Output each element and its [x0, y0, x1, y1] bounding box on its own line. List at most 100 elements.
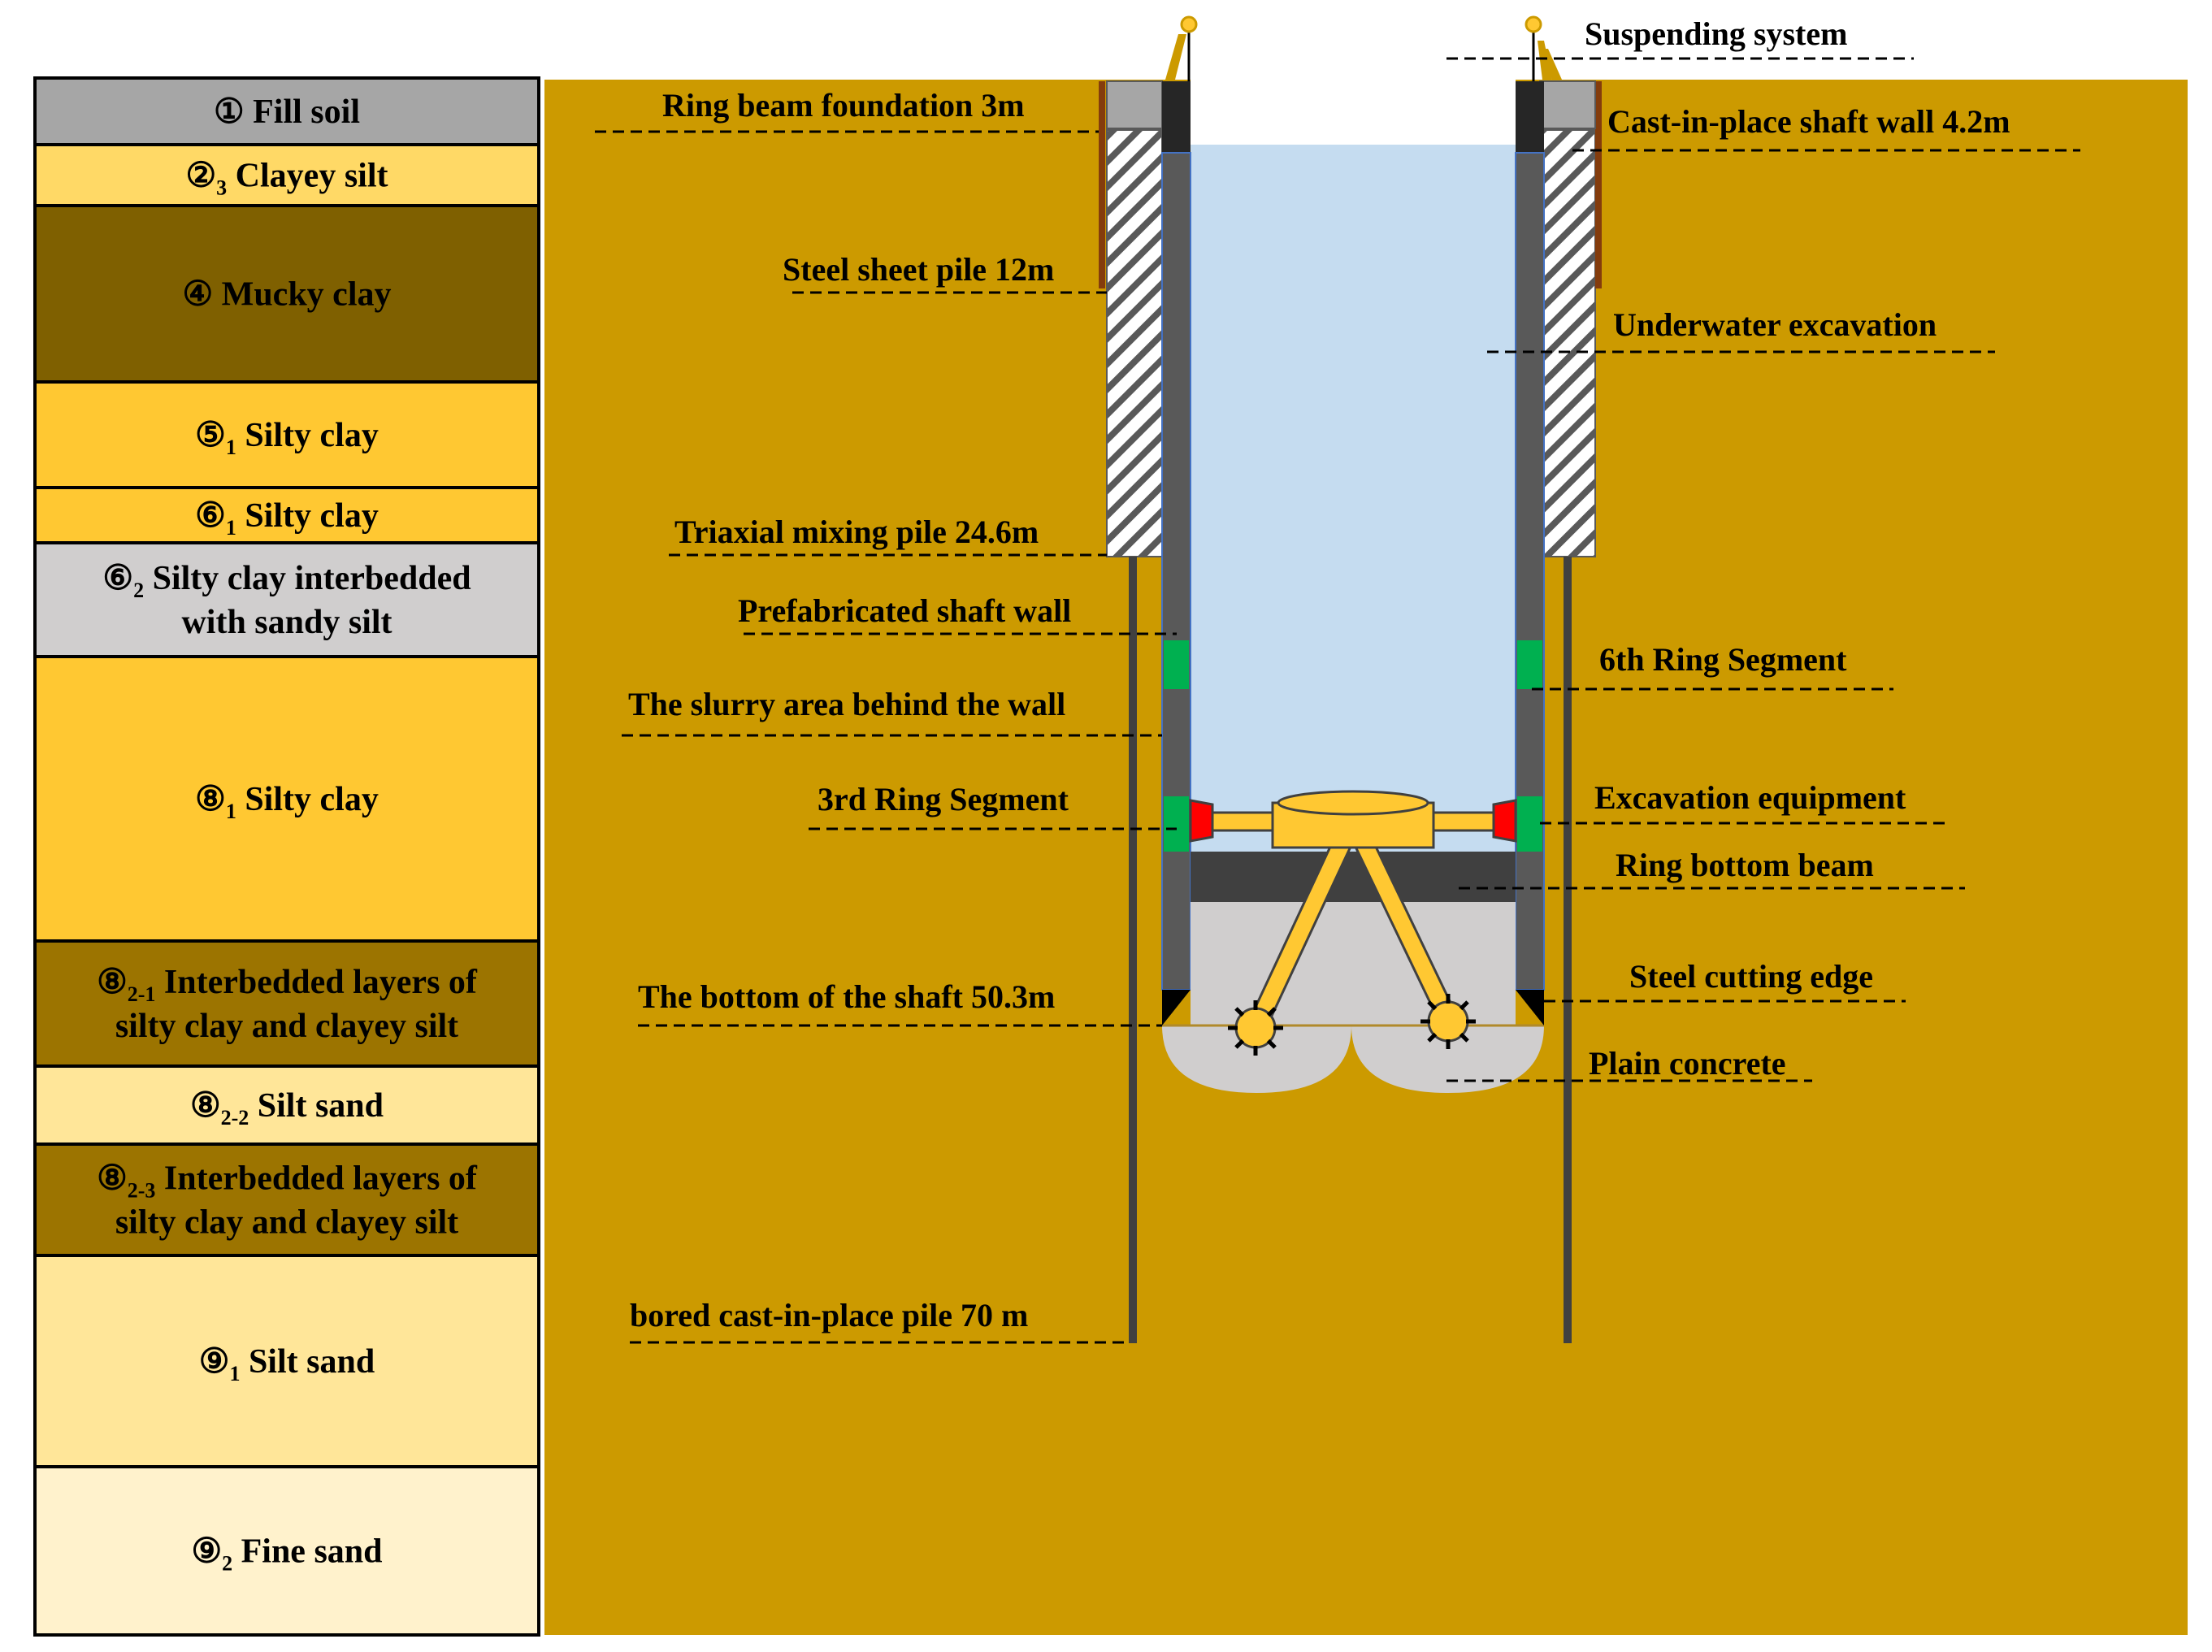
- stratum-layer-8: [33, 939, 540, 1068]
- label-cast-in-place-wall: Cast-in-place shaft wall 4.2m: [1607, 103, 2010, 140]
- stratum-symbol: ⑨: [191, 1533, 222, 1571]
- stratum-name: Interbedded layers of: [155, 1160, 477, 1198]
- stratum-name: Silt sand: [240, 1343, 375, 1381]
- stratum-label-10: ⑧2-3 Interbedded layers of: [97, 1160, 478, 1203]
- stratum-layer-1: [33, 76, 540, 146]
- label-slurry-area: The slurry area behind the wall: [628, 686, 1065, 722]
- sixth-ring-segment-left: [1164, 640, 1189, 689]
- cutter-tooth: [1459, 1032, 1469, 1043]
- stratum-name: Silty clay: [236, 417, 379, 454]
- cutter-tooth: [1459, 1000, 1469, 1011]
- third-ring-segment-left: [1164, 796, 1189, 852]
- stratum-symbol: ⑧: [97, 964, 128, 1001]
- label-ring-bottom-beam: Ring bottom beam: [1616, 847, 1874, 883]
- callout-labels: Suspending system Ring beam foundation 3…: [628, 15, 2010, 1333]
- stratum-label-9: ⑧2-2 Silt sand: [190, 1087, 384, 1130]
- stratum-subscript: 1: [226, 800, 236, 823]
- stratum-subscript: 2-1: [128, 982, 156, 1006]
- stratum-label-line2-10: silty clay and clayey silt: [115, 1204, 458, 1242]
- label-excavation-equipment: Excavation equipment: [1594, 779, 1906, 816]
- cutter-tooth: [1234, 1007, 1245, 1017]
- label-underwater-excavation: Underwater excavation: [1613, 306, 1937, 343]
- ring-bottom-beam: [1191, 852, 1516, 902]
- cutter-tooth: [1427, 1032, 1438, 1043]
- stratum-label-12: ⑨2 Fine sand: [191, 1533, 382, 1576]
- cutter-right: [1492, 799, 1517, 843]
- stratum-label-2: ②3 Clayey silt: [186, 158, 388, 200]
- suspending-system: [1165, 15, 1562, 114]
- stratum-symbol: ⑥: [195, 497, 226, 535]
- stratum-subscript: 2-2: [221, 1106, 249, 1130]
- stratum-name: Fine sand: [232, 1533, 382, 1571]
- steel-sheet-pile-right: [1595, 81, 1602, 288]
- cast-in-place-shaft-wall-right: [1516, 81, 1544, 153]
- cutter-tooth: [1234, 1038, 1245, 1049]
- stratum-symbol: ⑧: [195, 781, 226, 818]
- bored-pile-right: [1564, 557, 1572, 1343]
- steel-sheet-pile-left: [1099, 81, 1105, 288]
- sixth-ring-segment-right: [1517, 640, 1542, 689]
- label-third-ring: 3rd Ring Segment: [818, 781, 1069, 817]
- stratum-name: Silty clay: [236, 497, 379, 535]
- shaft-water: [1191, 145, 1516, 852]
- label-steel-sheet-pile: Steel sheet pile 12m: [783, 251, 1054, 288]
- bored-pile-left: [1129, 557, 1137, 1343]
- callout-lines: [595, 57, 2080, 1344]
- stratum-name: Clayey silt: [227, 158, 388, 195]
- label-triaxial-mixing-pile: Triaxial mixing pile 24.6m: [674, 514, 1039, 550]
- stratum-layer-9: [33, 1064, 540, 1146]
- stratum-layer-10: [33, 1143, 540, 1257]
- prefabricated-shaft-wall-left: [1161, 152, 1191, 991]
- stratum-symbol: ⑧: [190, 1087, 221, 1125]
- cutter-tooth: [1266, 1038, 1277, 1049]
- stratum-symbol: ⑨: [199, 1343, 230, 1381]
- suspension-point-left: [1180, 15, 1198, 33]
- stratum-name: Silty clay: [236, 781, 379, 818]
- stratum-label-6: ⑥2 Silty clay interbedded: [102, 560, 471, 602]
- label-ring-beam-foundation: Ring beam foundation 3m: [662, 87, 1025, 124]
- stratum-subscript: 3: [216, 176, 227, 200]
- stratum-symbol: ②: [186, 158, 217, 195]
- label-steel-cutting-edge: Steel cutting edge: [1629, 958, 1873, 995]
- stratum-name: Interbedded layers of: [155, 964, 477, 1001]
- label-prefabricated-wall: Prefabricated shaft wall: [738, 592, 1071, 629]
- strata-column: ① Fill soil ②3 Clayey silt ④ Mucky clay ⑤1 …: [33, 76, 540, 1637]
- stratum-label-4: ⑤1 Silty clay: [195, 417, 379, 459]
- plain-concrete: [1162, 902, 1544, 1093]
- cast-in-place-shaft-wall-left: [1162, 81, 1191, 153]
- stratum-symbol: ⑤: [195, 417, 226, 454]
- stratum-layer-11: [33, 1254, 540, 1468]
- stratum-subscript: 2: [133, 579, 144, 602]
- stratum-label-8: ⑧2-1 Interbedded layers of: [97, 964, 478, 1006]
- stratum-name: Fill soil: [245, 93, 360, 131]
- stratum-symbol: ⑥: [102, 560, 133, 597]
- cutter-tooth: [1266, 1007, 1277, 1017]
- label-suspending-system: Suspending system: [1585, 15, 1847, 52]
- shaft-opening: [1191, 80, 1516, 145]
- stratum-label-11: ⑨1 Silt sand: [199, 1343, 375, 1385]
- triaxial-mixing-pile-left: [1106, 129, 1163, 557]
- steel-cutting-edge-left: [1162, 990, 1191, 1025]
- cutter-tooth: [1427, 1000, 1438, 1011]
- stratum-label-5: ⑥1 Silty clay: [195, 497, 379, 540]
- label-bored-pile: bored cast-in-place pile 70 m: [630, 1297, 1028, 1333]
- stratum-subscript: 2: [222, 1552, 232, 1576]
- label-sixth-ring: 6th Ring Segment: [1599, 641, 1847, 678]
- stratum-label-1: ① Fill soil: [214, 93, 360, 131]
- cutter-left: [1189, 799, 1214, 843]
- ring-beam-foundation-right: [1539, 80, 1596, 129]
- ring-beam-foundation-left: [1106, 80, 1163, 129]
- label-plain-concrete: Plain concrete: [1589, 1045, 1786, 1082]
- stratum-name: Silty clay interbedded: [144, 560, 471, 597]
- stratum-name: Mucky clay: [213, 276, 391, 314]
- stratum-symbol: ④: [183, 276, 214, 314]
- stratum-label-3: ④ Mucky clay: [183, 276, 392, 314]
- cutter-teeth: [1228, 994, 1476, 1056]
- stratum-label-line2-8: silty clay and clayey silt: [115, 1008, 458, 1045]
- stratum-name: Silt sand: [249, 1087, 384, 1125]
- excavation-equipment: [1189, 790, 1517, 1049]
- stratum-label-line2-6: with sandy silt: [181, 604, 392, 641]
- stratum-label-7: ⑧1 Silty clay: [195, 781, 379, 823]
- stratum-symbol: ⑧: [97, 1160, 128, 1198]
- stratum-subscript: 1: [226, 436, 236, 459]
